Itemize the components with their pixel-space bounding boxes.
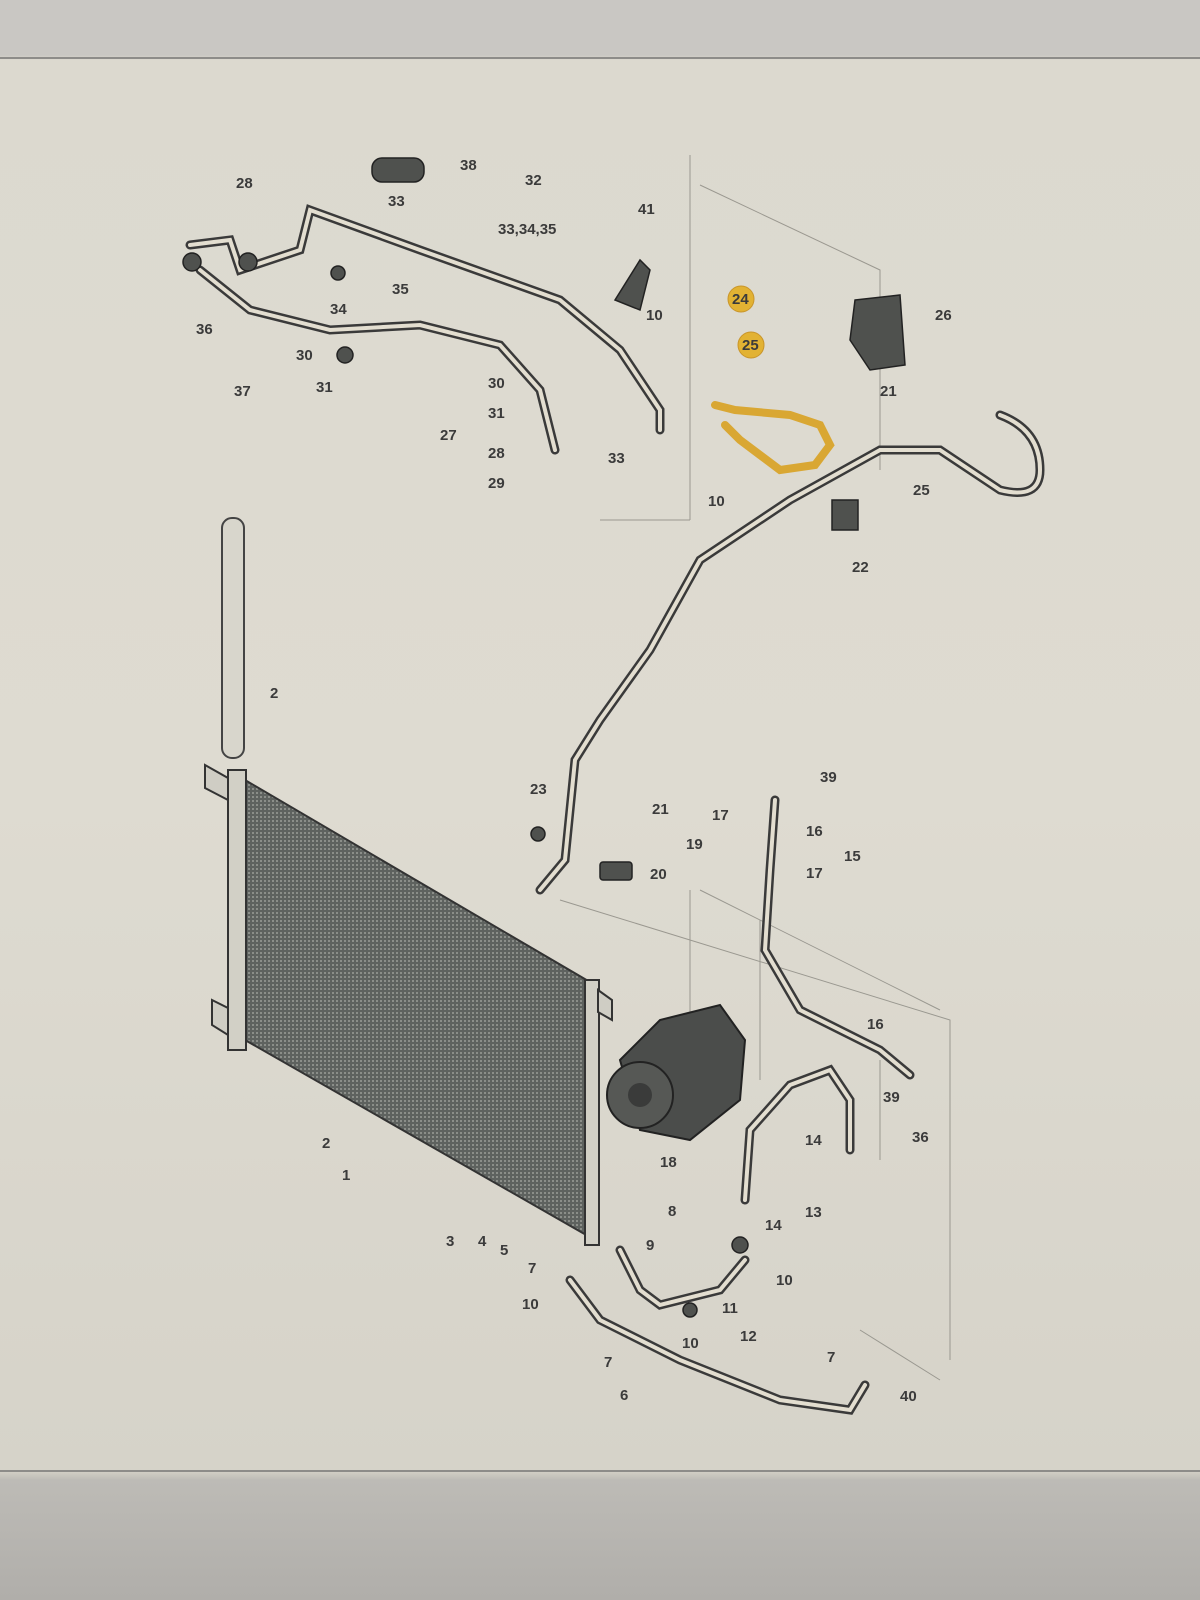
callout-label-8[interactable]: 8 <box>668 1203 676 1220</box>
callout-label-20[interactable]: 20 <box>650 866 667 883</box>
callout-label-25[interactable]: 25 <box>913 482 930 499</box>
callout-label-27[interactable]: 27 <box>440 427 457 444</box>
callout-label-28[interactable]: 28 <box>488 445 505 462</box>
callout-label-21[interactable]: 21 <box>880 383 897 400</box>
callout-label-10[interactable]: 10 <box>708 493 725 510</box>
callout-label-25[interactable]: 25 <box>742 337 759 354</box>
callout-label-12[interactable]: 12 <box>740 1328 757 1345</box>
callout-label-10[interactable]: 10 <box>646 307 663 324</box>
window-top-divider <box>0 57 1200 59</box>
callout-label-14[interactable]: 14 <box>805 1132 822 1149</box>
callout-label-15[interactable]: 15 <box>844 848 861 865</box>
callout-label-35[interactable]: 35 <box>392 281 409 298</box>
callout-label-28[interactable]: 28 <box>236 175 253 192</box>
callout-label-38[interactable]: 38 <box>460 157 477 174</box>
callout-label-17[interactable]: 17 <box>712 807 729 824</box>
callout-label-4[interactable]: 4 <box>478 1233 487 1250</box>
pressure-switch <box>371 157 425 183</box>
condenser <box>204 763 613 1246</box>
callout-label-2[interactable]: 2 <box>322 1135 330 1152</box>
callout-label-1[interactable]: 1 <box>342 1167 350 1184</box>
callout-label-31[interactable]: 31 <box>488 405 505 422</box>
highlight-marker <box>727 285 755 313</box>
bracket-22 <box>831 499 859 531</box>
callout-label-30[interactable]: 30 <box>296 347 313 364</box>
callout-label-2[interactable]: 2 <box>270 685 278 702</box>
callout-label-30[interactable]: 30 <box>488 375 505 392</box>
callout-label-19[interactable]: 19 <box>686 836 703 853</box>
callout-label-7[interactable]: 7 <box>604 1354 612 1371</box>
highlight-marker <box>737 331 765 359</box>
pipe-highlights <box>188 207 1043 1413</box>
callout-label-33[interactable]: 33 <box>388 193 405 210</box>
callout-label-7[interactable]: 7 <box>528 1260 536 1277</box>
callout-label-37[interactable]: 37 <box>234 383 251 400</box>
callout-label-16[interactable]: 16 <box>867 1016 884 1033</box>
callout-label-18[interactable]: 18 <box>660 1154 677 1171</box>
callout-label-24[interactable]: 24 <box>732 291 749 308</box>
expansion-valve <box>849 294 906 371</box>
callout-label-10[interactable]: 10 <box>522 1296 539 1313</box>
callout-labels: 2838333233,34,35413534363730311030312728… <box>196 157 952 1405</box>
callout-label-14[interactable]: 14 <box>765 1217 782 1234</box>
callout-label-10[interactable]: 10 <box>776 1272 793 1289</box>
sensor-20 <box>599 861 633 881</box>
callout-label-40[interactable]: 40 <box>900 1388 917 1405</box>
callout-label-21[interactable]: 21 <box>652 801 669 818</box>
callout-label-11[interactable]: 11 <box>722 1300 738 1317</box>
callout-label-3[interactable]: 3 <box>446 1233 454 1250</box>
callout-label-36[interactable]: 36 <box>196 321 213 338</box>
guide-lines <box>559 155 951 1381</box>
callout-label-36[interactable]: 36 <box>912 1129 929 1146</box>
window-bottom-divider <box>0 1470 1200 1472</box>
receiver-drier <box>221 517 245 759</box>
callout-label-33-34-35[interactable]: 33,34,35 <box>498 221 556 238</box>
callout-label-39[interactable]: 39 <box>883 1089 900 1106</box>
callout-label-31[interactable]: 31 <box>316 379 333 396</box>
callout-label-34[interactable]: 34 <box>330 301 347 318</box>
callout-label-6[interactable]: 6 <box>620 1387 628 1404</box>
bracket-41 <box>613 258 651 312</box>
callout-label-22[interactable]: 22 <box>852 559 869 576</box>
callout-label-32[interactable]: 32 <box>525 172 542 189</box>
callout-label-5[interactable]: 5 <box>500 1242 508 1259</box>
callout-label-10[interactable]: 10 <box>682 1335 699 1352</box>
callout-label-7[interactable]: 7 <box>827 1349 835 1366</box>
callout-label-16[interactable]: 16 <box>806 823 823 840</box>
callout-label-17[interactable]: 17 <box>806 865 823 882</box>
callout-label-33[interactable]: 33 <box>608 450 625 467</box>
callout-label-13[interactable]: 13 <box>805 1204 822 1221</box>
callout-label-9[interactable]: 9 <box>646 1237 654 1254</box>
callout-label-39[interactable]: 39 <box>820 769 837 786</box>
callout-label-29[interactable]: 29 <box>488 475 505 492</box>
highlighted-pipe <box>711 401 835 475</box>
callout-label-23[interactable]: 23 <box>530 781 547 798</box>
callout-label-41[interactable]: 41 <box>638 201 655 218</box>
ac-compressor <box>606 1003 747 1142</box>
callout-label-26[interactable]: 26 <box>935 307 952 324</box>
small-parts <box>182 157 906 1318</box>
